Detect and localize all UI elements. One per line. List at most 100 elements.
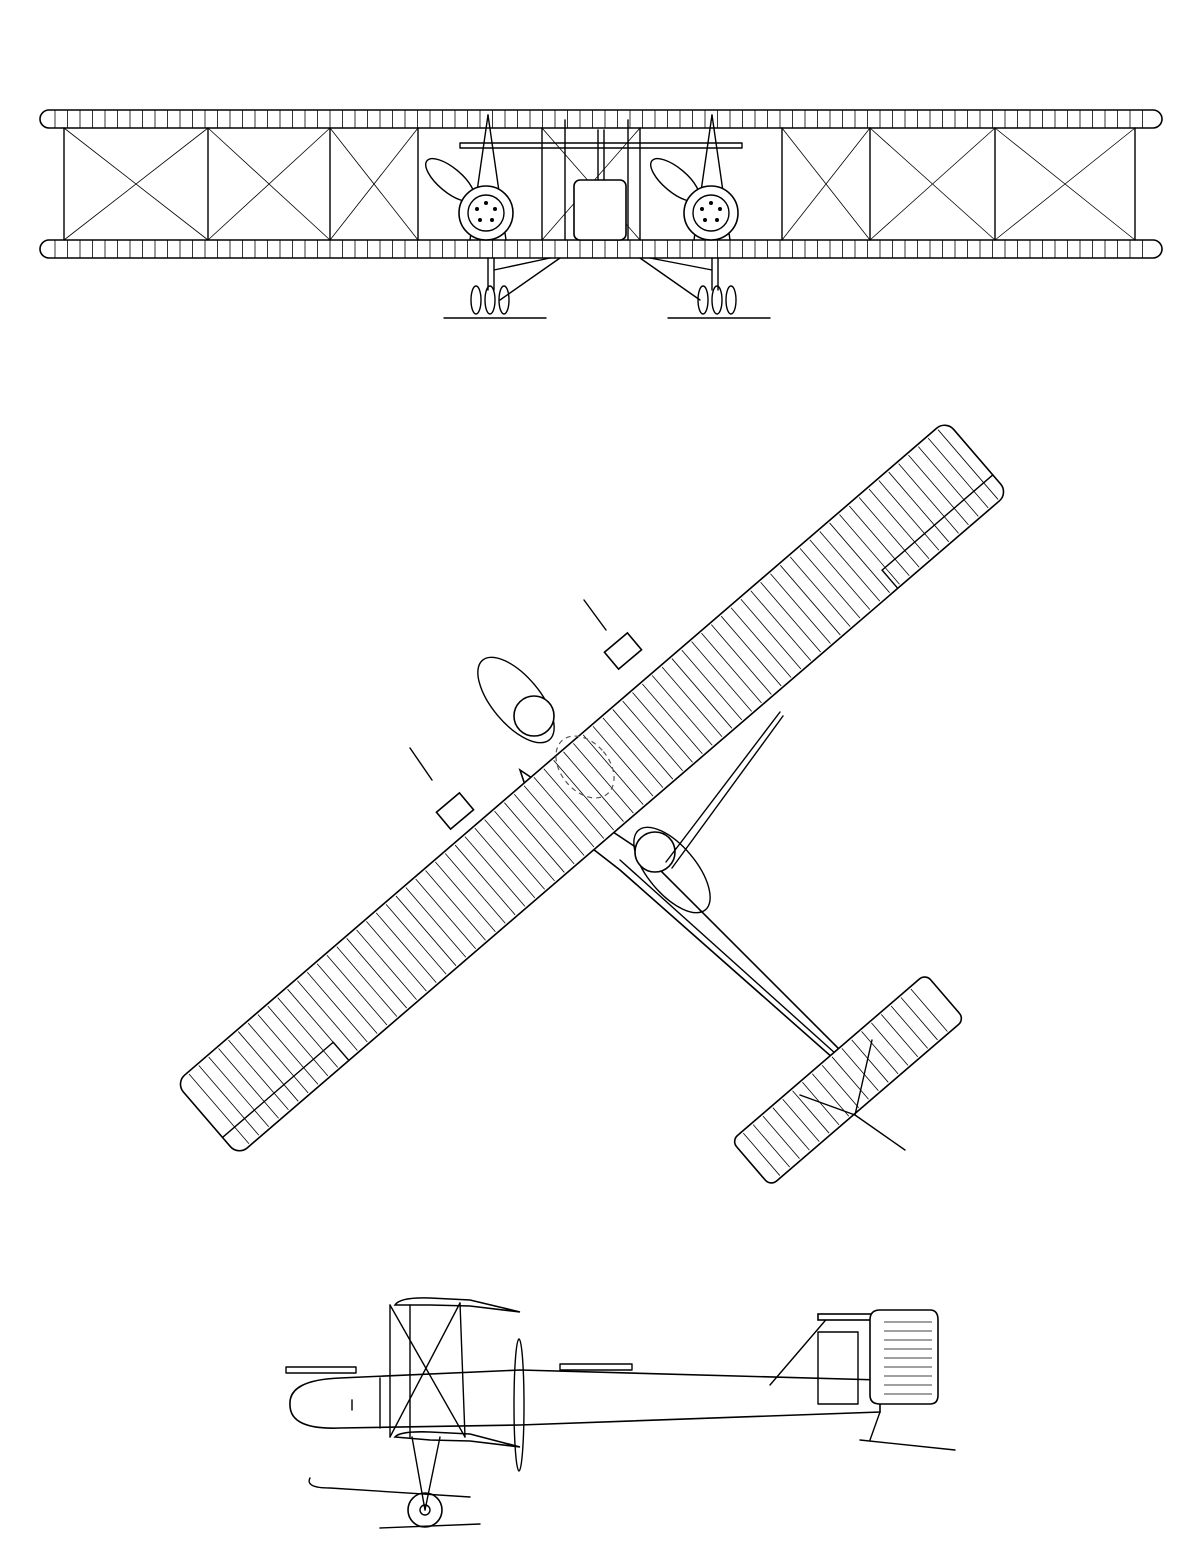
drawing-line <box>642 683 703 755</box>
drawing-line <box>208 1056 270 1128</box>
rudder-plan <box>799 1039 906 1151</box>
drawing-line <box>831 1056 869 1100</box>
drawing-line <box>829 522 890 593</box>
drawing-line <box>237 1031 299 1102</box>
drawing-line <box>454 844 516 916</box>
side-view-drawing <box>0 1270 1200 1558</box>
drawing-line <box>543 768 605 839</box>
drawing-line <box>346 938 407 1009</box>
drawing-line <box>228 1039 289 1111</box>
drawing-line <box>329 127 419 241</box>
upper-wing-front <box>39 109 1163 129</box>
drawing-line <box>622 700 683 771</box>
drawing-line <box>316 963 378 1034</box>
drawing-line <box>267 1005 329 1077</box>
drawing-line <box>918 446 979 517</box>
drawing-line <box>198 1065 260 1136</box>
drawing-line <box>207 127 331 241</box>
drawing-line <box>937 429 999 500</box>
engine-nacelles-plan <box>477 656 711 914</box>
front-view-drawing <box>0 0 1200 340</box>
drawing-line <box>782 1098 820 1142</box>
drawing-line <box>533 776 595 848</box>
drawing-line <box>691 641 752 712</box>
drawing-line <box>573 743 634 814</box>
drawing-line <box>297 980 358 1051</box>
drawing-line <box>819 531 881 602</box>
drawing-line <box>592 726 654 797</box>
drawing-line <box>366 921 427 992</box>
drawing-line <box>802 1081 840 1125</box>
drawing-line <box>849 505 910 576</box>
drawing-line <box>306 971 368 1043</box>
drawing-line <box>772 1107 810 1151</box>
drawing-line <box>890 1005 928 1049</box>
drawing-line <box>861 1031 899 1075</box>
drawing-line <box>444 853 506 924</box>
drawing-line <box>523 785 585 856</box>
drawing-line <box>464 836 526 907</box>
landing-gear-front <box>443 257 771 319</box>
drawing-line <box>770 573 831 644</box>
drawing-line <box>910 988 948 1032</box>
drawing-line <box>661 666 723 738</box>
outrigger-propeller-plan <box>665 711 784 869</box>
drawing-line <box>994 127 1136 241</box>
drawing-line <box>927 437 989 509</box>
drawing-line <box>612 709 674 780</box>
main-wing-plan <box>179 424 1005 1152</box>
drawing-line <box>513 793 575 865</box>
drawing-line <box>484 819 545 890</box>
drawing-line <box>681 649 743 721</box>
fuselage-side <box>289 1369 881 1429</box>
drawing-line <box>356 929 417 1000</box>
drawing-line <box>900 997 938 1041</box>
drawing-line <box>711 624 772 695</box>
drawing-line <box>858 497 920 568</box>
tailplane-plan <box>733 976 963 1184</box>
tail-side <box>769 1309 956 1451</box>
drawing-line <box>880 1014 919 1058</box>
drawing-line <box>553 760 614 831</box>
drawing-line <box>821 1065 859 1109</box>
drawing-line <box>750 590 812 661</box>
wings-side <box>389 1297 521 1448</box>
drawing-line <box>632 692 693 763</box>
drawing-line <box>63 127 209 241</box>
drawing-line <box>799 548 861 619</box>
drawing-line <box>878 480 940 551</box>
drawing-line <box>888 471 950 543</box>
drawing-line <box>812 1073 850 1117</box>
drawing-line <box>762 1115 800 1159</box>
drawing-line <box>869 127 996 241</box>
drawing-line <box>375 912 437 983</box>
drawing-line <box>752 1124 790 1168</box>
drawing-line <box>435 861 496 933</box>
drawing-line <box>336 946 398 1017</box>
drawing-line <box>908 454 969 526</box>
drawing-line <box>781 127 871 241</box>
drawing-line <box>841 1048 879 1092</box>
drawing-line <box>257 1014 319 1085</box>
drawing-line <box>780 565 841 636</box>
drawing-line <box>494 810 555 882</box>
drawing-line <box>247 1022 309 1094</box>
drawing-line <box>701 632 762 704</box>
drawing-line <box>792 1090 830 1134</box>
drawing-line <box>188 1073 250 1144</box>
drawing-line <box>871 1022 909 1066</box>
drawing-line <box>868 488 930 560</box>
propeller-side <box>513 1338 525 1472</box>
lower-wing-front <box>39 239 1163 259</box>
drawing-line <box>789 556 851 627</box>
drawing-line <box>851 1039 889 1083</box>
plan-view-drawing <box>0 360 1200 1220</box>
drawing-line <box>504 802 565 873</box>
interplane-struts <box>63 114 1136 241</box>
drawing-line <box>809 539 871 610</box>
drawing-line <box>839 514 900 585</box>
drawing-line <box>760 582 821 653</box>
drawing-line <box>602 717 664 788</box>
drawing-line <box>405 887 467 958</box>
fuselage-front <box>459 129 743 241</box>
